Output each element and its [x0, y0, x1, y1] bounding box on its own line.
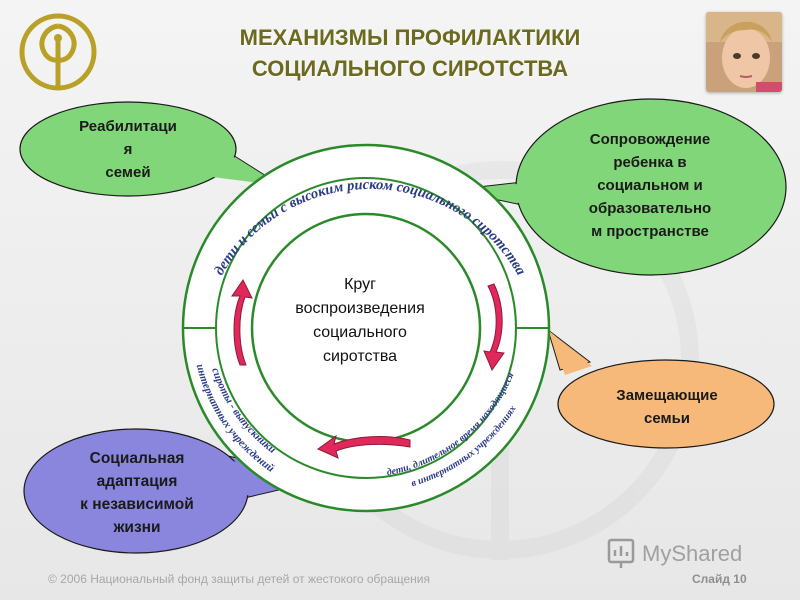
center-line-4: сиротства — [322, 348, 398, 365]
slide-number: Слайд 10 — [692, 572, 747, 586]
center-label: Круг воспроизведения социального сиротст… — [250, 273, 470, 369]
myshared-watermark: MyShared — [607, 538, 742, 568]
rehab-line-2: я — [123, 141, 133, 158]
adapt-line-3: к независимой — [80, 496, 194, 513]
bubble-support-text: Сопровождение ребенка в социальном и обр… — [545, 128, 755, 243]
support-line-3: социальном и — [597, 177, 703, 194]
title-line-1: МЕХАНИЗМЫ ПРОФИЛАКТИКИ — [239, 25, 581, 50]
adapt-line-1: Социальная — [89, 450, 185, 467]
center-line-3: социального — [313, 324, 407, 341]
foster-line-1: Замещающие — [616, 387, 718, 404]
child-photo — [706, 12, 782, 92]
support-line-4: образовательно — [588, 200, 712, 217]
rehab-line-1: Реабилитаци — [79, 118, 177, 135]
bubble-foster — [547, 328, 775, 449]
bubble-adapt-text: Социальная адаптация к независимой жизни — [42, 447, 232, 539]
slide-title: МЕХАНИЗМЫ ПРОФИЛАКТИКИ СОЦИАЛЬНОГО СИРОТ… — [150, 22, 670, 84]
center-line-2: воспроизведения — [295, 300, 425, 317]
adapt-line-2: адаптация — [96, 473, 178, 490]
foundation-logo-icon — [19, 13, 97, 91]
bubble-foster-text: Замещающие семьи — [577, 384, 757, 430]
bubble-rehab-text: Реабилитаци я семей — [48, 115, 208, 184]
footer-copyright: © 2006 Национальный фонд защиты детей от… — [48, 572, 430, 586]
arrow-bottom-left-icon — [317, 434, 411, 459]
foster-line-2: семьи — [643, 410, 691, 427]
rehab-line-3: семей — [105, 164, 151, 181]
adapt-line-4: жизни — [113, 519, 161, 536]
support-line-1: Сопровождение — [589, 131, 711, 148]
support-line-5: м пространстве — [591, 223, 709, 240]
watermark-text: MyShared — [642, 541, 742, 566]
arrow-down-right-icon — [483, 283, 505, 372]
center-line-1: Круг — [344, 276, 376, 293]
support-line-2: ребенка в — [613, 154, 687, 171]
arrow-up-left-icon — [231, 279, 253, 366]
title-line-2: СОЦИАЛЬНОГО СИРОТСТВА — [251, 56, 569, 81]
